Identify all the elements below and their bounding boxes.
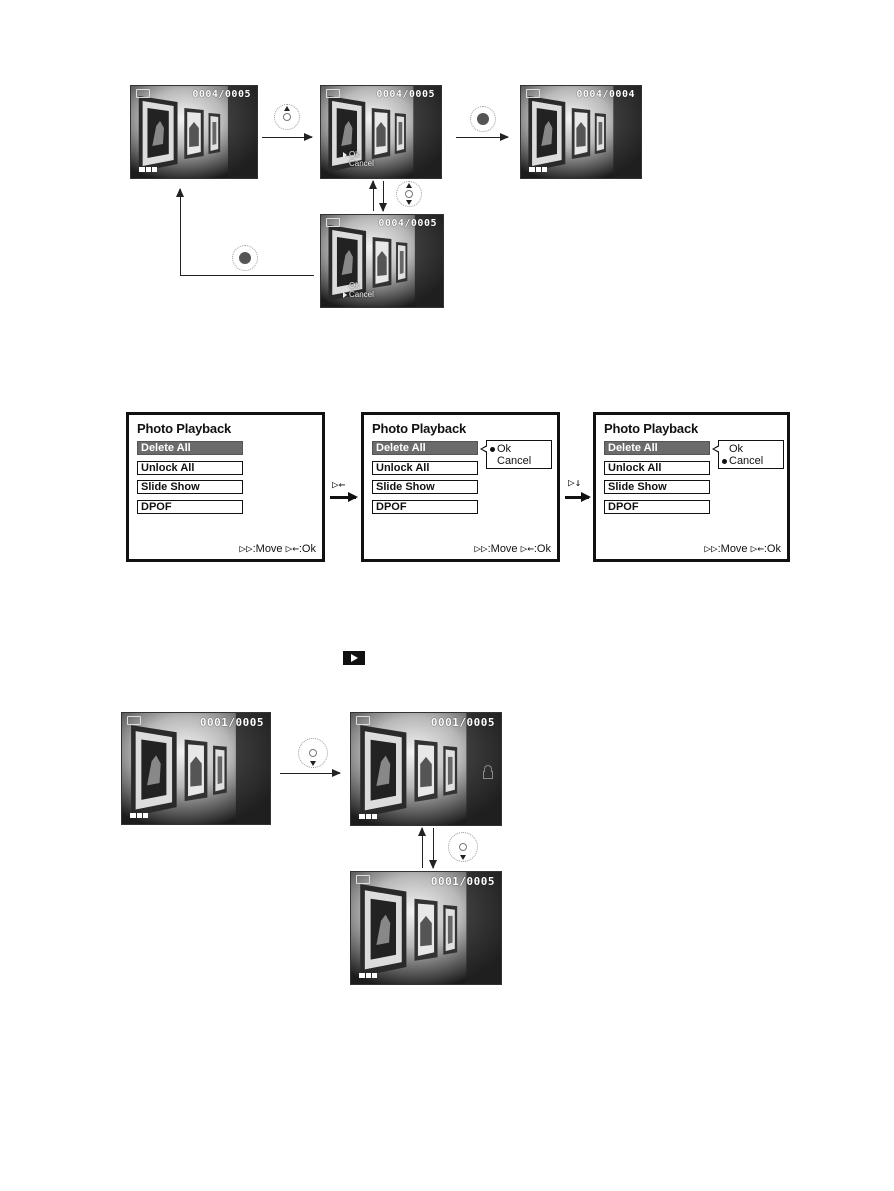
move-button-icon: ▷▷ [239,542,253,555]
menu-item-unlock-all[interactable]: Unlock All [372,461,478,475]
menu-item-dpof[interactable]: DPOF [372,500,478,514]
selected-bullet-icon [722,458,727,464]
menu-item-dpof[interactable]: DPOF [137,500,243,514]
panel-title: Photo Playback [604,421,699,436]
panel-title: Photo Playback [372,421,467,436]
confirm-popup: Ok Cancel [712,440,784,469]
camera-mode-icon [136,89,150,98]
flow-arrow [565,492,591,502]
flow-arrow [262,133,313,141]
image-counter: 0004/0004 [576,89,635,100]
return-line [180,275,314,276]
flow-arrow [280,769,341,777]
ok-button-icon [232,245,258,271]
dpad-down-icon [298,738,328,768]
image-counter: 0001/0005 [430,875,495,888]
delete-confirm-menu: Ok Cancel [343,281,374,299]
confirm-popup: Ok Cancel [480,440,552,469]
delete-confirm-menu: Ok Cancel [343,150,374,168]
flow-arrow [456,133,509,141]
ok-button-icon: ▷← [285,542,299,555]
screen-photo-1-unlocked: 0001/0005 [350,871,502,985]
menu-option-ok[interactable]: Ok [349,281,360,290]
lock-icon [483,765,493,779]
pointer-icon [343,291,347,298]
flow-arrow-down [379,181,387,212]
move-button-icon: ▷▷ [474,542,488,555]
gallery-photo [351,713,501,825]
flow-arrow-down [429,828,437,869]
panel-footer: ▷▷:Move ▷←:Ok [239,542,316,555]
selected-bullet-icon [490,446,495,452]
screen-photo-4-of-4: 0004/0004 [520,85,642,179]
screen-delete-menu-cancel: 0004/0005 Ok Cancel [320,214,444,308]
play-mode-icon [343,651,365,665]
pointer-icon [343,151,347,158]
popup-option-cancel[interactable]: Cancel [497,455,532,467]
menu-option-cancel[interactable]: Cancel [343,290,374,299]
menu-panel-1: Photo Playback Delete All Unlock All Sli… [126,412,325,562]
menu-item-delete-all[interactable]: Delete All [137,441,243,455]
screen-photo-4: 0004/0005 [130,85,258,179]
battery-icon [130,813,148,818]
screen-photo-1-locked: 0001/0005 [350,712,502,826]
menu-option-cancel[interactable]: Cancel [349,159,374,168]
menu-panel-2: Photo Playback Delete All Unlock All Sli… [361,412,560,562]
popup-option-cancel[interactable]: Cancel [722,455,763,467]
menu-item-delete-all[interactable]: Delete All [604,441,710,455]
battery-icon [139,167,157,172]
image-counter: 0004/0005 [378,218,437,229]
menu-option-ok[interactable]: Ok [343,150,374,159]
menu-item-unlock-all[interactable]: Unlock All [137,461,243,475]
image-counter: 0004/0005 [376,89,435,100]
battery-icon [529,167,547,172]
gallery-photo [351,872,501,984]
image-counter: 0001/0005 [199,716,264,729]
battery-icon [359,973,377,978]
gallery-photo [122,713,270,824]
popup-option-ok[interactable]: Ok [729,443,744,455]
menu-item-delete-all[interactable]: Delete All [372,441,478,455]
menu-item-slide-show[interactable]: Slide Show [604,480,710,494]
panel-footer: ▷▷:Move ▷←:Ok [704,542,781,555]
down-button-icon: ▷↓ [568,476,582,489]
screen-photo-1: 0001/0005 [121,712,271,825]
camera-mode-icon [326,218,340,227]
menu-item-unlock-all[interactable]: Unlock All [604,461,710,475]
image-counter: 0001/0005 [430,716,495,729]
return-arrow-up [176,188,184,276]
camera-mode-icon [356,875,370,884]
popup-option-ok[interactable]: Ok [490,443,511,455]
camera-mode-icon [356,716,370,725]
screen-delete-menu: 0004/0005 Ok Cancel [320,85,442,179]
flow-arrow [330,492,358,502]
image-counter: 0004/0005 [192,89,251,100]
flow-arrow-up [369,180,377,211]
ok-button-icon: ▷← [332,478,346,491]
menu-item-dpof[interactable]: DPOF [604,500,710,514]
camera-mode-icon [127,716,141,725]
dpad-up-icon [274,104,300,130]
flow-arrow-up [418,827,426,868]
camera-mode-icon [526,89,540,98]
menu-item-slide-show[interactable]: Slide Show [372,480,478,494]
dpad-up-down-icon [396,181,422,207]
camera-mode-icon [326,89,340,98]
battery-icon [359,814,377,819]
ok-button-icon: ▷← [750,542,764,555]
dpad-down-icon [448,832,478,862]
ok-button-icon: ▷← [520,542,534,555]
menu-panel-3: Photo Playback Delete All Unlock All Sli… [593,412,790,562]
panel-title: Photo Playback [137,421,232,436]
ok-button-icon [470,106,496,132]
move-button-icon: ▷▷ [704,542,718,555]
menu-item-slide-show[interactable]: Slide Show [137,480,243,494]
panel-footer: ▷▷:Move ▷←:Ok [474,542,551,555]
